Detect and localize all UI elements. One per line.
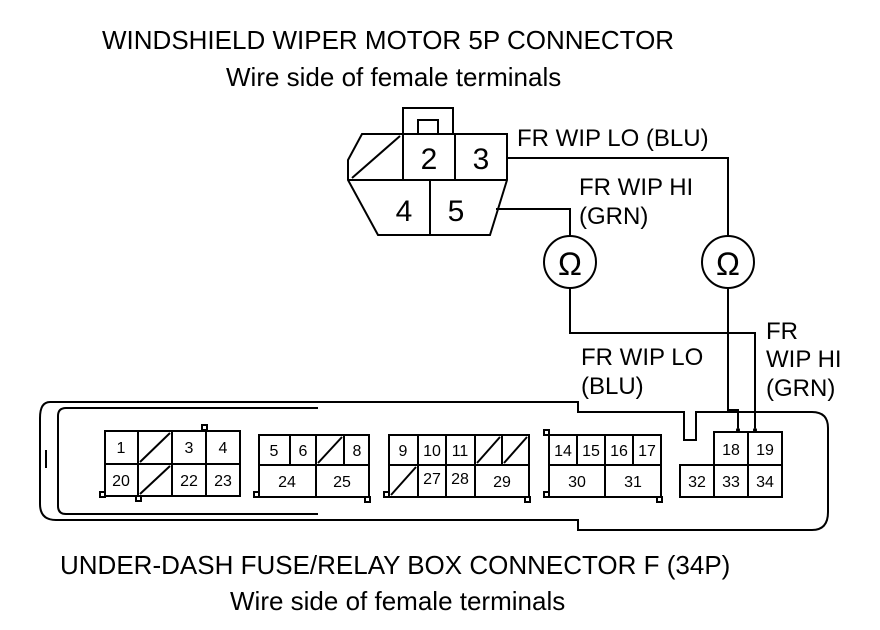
- fusebox-terminal: 30: [568, 474, 586, 491]
- label-top-fr-wip-hi-1: FR WIP HI: [579, 174, 693, 201]
- wiper-connector-subtitle: Wire side of female terminals: [226, 62, 562, 92]
- fusebox-terminal: 27: [423, 471, 441, 488]
- fusebox-terminal: 18: [722, 442, 740, 459]
- fusebox-terminal: 34: [756, 474, 774, 491]
- wiper-terminal-5: 5: [448, 195, 465, 228]
- label-bottom-fr-wip-hi-2: WIP HI: [766, 346, 842, 373]
- fusebox-terminal: 31: [624, 474, 642, 491]
- ohmmeter-hi: [543, 235, 597, 289]
- ohm-symbol-hi: Ω: [558, 246, 582, 282]
- fusebox-terminal: 32: [688, 474, 706, 491]
- label-bottom-fr-wip-lo-2: (BLU): [581, 373, 644, 400]
- fusebox-terminal: 19: [756, 442, 774, 459]
- ohmmeter-lo: [701, 235, 755, 289]
- wiper-terminal-4: 4: [396, 195, 413, 228]
- fusebox-terminal: 11: [452, 443, 469, 460]
- wire-fr-wip-hi: [496, 208, 756, 428]
- fusebox-terminal: 1: [117, 440, 126, 457]
- fusebox-terminal: 29: [493, 474, 511, 491]
- fusebox-terminal: 9: [399, 443, 408, 460]
- fusebox-connector-subtitle: Wire side of female terminals: [230, 586, 566, 616]
- fusebox-terminal: 20: [112, 473, 130, 490]
- fusebox-connector-title: UNDER-DASH FUSE/RELAY BOX CONNECTOR F (3…: [60, 550, 731, 580]
- fusebox-terminal: 10: [423, 443, 441, 460]
- fusebox-terminal: 23: [214, 473, 232, 490]
- fusebox-terminal: 14: [554, 443, 572, 460]
- fusebox-terminal: 15: [582, 443, 600, 460]
- fusebox-terminal: 8: [353, 443, 362, 460]
- wiper-connector-title: WINDSHIELD WIPER MOTOR 5P CONNECTOR: [102, 25, 675, 55]
- wiper-terminal-3: 3: [473, 143, 490, 176]
- ohm-symbol-lo: Ω: [716, 246, 740, 282]
- label-bottom-fr-wip-hi-3: (GRN): [766, 375, 835, 402]
- wiper-motor-connector: [347, 107, 508, 236]
- label-bottom-fr-wip-lo-1: FR WIP LO: [581, 344, 703, 371]
- fusebox-terminal: 28: [451, 471, 469, 488]
- fusebox-terminal: 5: [270, 443, 279, 460]
- fusebox-terminal: 4: [219, 440, 228, 457]
- wire-fr-wip-lo: [507, 157, 739, 428]
- fusebox-terminal: 17: [638, 443, 656, 460]
- fusebox-terminal: 3: [185, 440, 194, 457]
- label-top-fr-wip-hi-2: (GRN): [579, 203, 648, 230]
- fusebox-connector: [39, 401, 829, 531]
- fusebox-terminal: 33: [722, 474, 740, 491]
- fusebox-terminal: 16: [610, 443, 628, 460]
- wiper-terminal-2: 2: [421, 143, 438, 176]
- fusebox-terminal: 22: [180, 473, 198, 490]
- label-bottom-fr-wip-hi-1: FR: [766, 318, 798, 345]
- label-top-fr-wip-lo: FR WIP LO (BLU): [517, 125, 709, 152]
- fusebox-terminal: 25: [333, 474, 351, 491]
- fusebox-terminal: 6: [299, 443, 308, 460]
- fusebox-terminal: 24: [278, 474, 296, 491]
